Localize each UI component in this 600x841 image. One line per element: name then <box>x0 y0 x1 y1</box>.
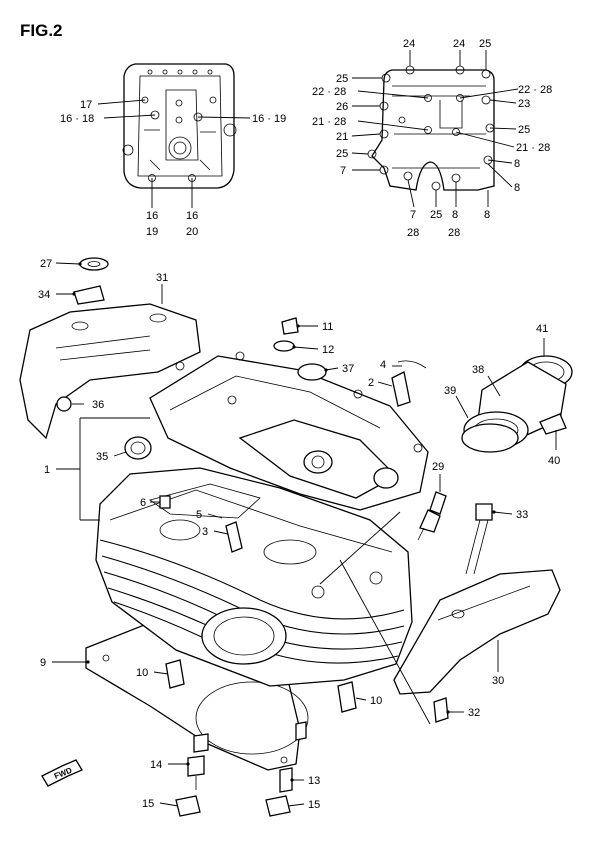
cylinder-head <box>95 467 413 687</box>
callout-25d: 25 <box>336 148 348 160</box>
callout-2: 2 <box>368 377 374 389</box>
callout-8a: 8 <box>514 158 520 170</box>
callout-39: 39 <box>444 385 456 397</box>
callout-11: 11 <box>322 321 333 333</box>
callout-34: 34 <box>38 289 50 301</box>
callout-23: 23 <box>518 98 530 110</box>
callout-40: 40 <box>548 455 560 467</box>
main-leaders <box>52 262 557 807</box>
callout-21-28a: 21 · 28 <box>312 116 346 128</box>
callout-16-19: 16 · 19 <box>252 113 286 125</box>
callout-32: 32 <box>468 707 480 719</box>
callout-28a: 28 <box>407 227 419 239</box>
callout-41: 41 <box>536 323 548 335</box>
callout-21-28b: 21 · 28 <box>516 142 550 154</box>
callout-29: 29 <box>432 461 444 473</box>
callout-6: 6 <box>140 497 146 509</box>
callout-19: 19 <box>146 226 158 238</box>
callout-20: 20 <box>186 226 198 238</box>
callout-12: 12 <box>322 344 334 356</box>
figure-title: FIG.2 <box>20 21 63 40</box>
callout-15b: 15 <box>308 799 320 811</box>
long-bolt <box>465 503 493 575</box>
callout-36: 36 <box>92 399 104 411</box>
callout-16b: 16 <box>186 210 198 222</box>
callout-8d: 8 <box>484 209 490 221</box>
callout-25e: 25 <box>430 209 442 221</box>
callout-28b: 28 <box>448 227 460 239</box>
callout-24b: 24 <box>453 38 465 50</box>
inset-bolt-pattern <box>367 65 495 191</box>
inset-head-top-view <box>122 63 237 189</box>
callout-35: 35 <box>96 451 108 463</box>
side-cover-left <box>19 303 201 440</box>
callout-8b: 8 <box>514 182 520 194</box>
callout-30: 30 <box>492 675 504 687</box>
callout-9: 9 <box>40 657 46 669</box>
callout-3: 3 <box>202 526 208 538</box>
cam-housing <box>149 351 429 511</box>
callout-16-18: 16 · 18 <box>60 113 94 125</box>
callout-14: 14 <box>150 759 162 771</box>
intake-assembly <box>461 355 573 453</box>
callout-31: 31 <box>156 272 168 284</box>
callout-7a: 7 <box>340 165 346 177</box>
main-callouts: 27 34 31 36 35 1 11 12 37 4 2 5 6 3 41 3… <box>38 258 560 811</box>
callout-38: 38 <box>472 364 484 376</box>
callout-15a: 15 <box>142 798 154 810</box>
callout-33: 33 <box>516 509 528 521</box>
callout-1: 1 <box>44 464 50 476</box>
callout-26: 26 <box>336 101 348 113</box>
callout-16a: 16 <box>146 210 158 222</box>
inset-left-leaders <box>97 99 251 208</box>
callout-24a: 24 <box>403 38 415 50</box>
callout-25b: 25 <box>336 73 348 85</box>
callout-4: 4 <box>380 359 386 371</box>
spark-plug <box>417 491 447 541</box>
callout-17: 17 <box>80 99 92 111</box>
callout-22-28a: 22 · 28 <box>312 86 346 98</box>
leader-dots <box>72 262 496 782</box>
fwd-arrow-icon: FWD <box>41 759 83 787</box>
callout-37: 37 <box>342 363 354 375</box>
callout-27: 27 <box>40 258 52 270</box>
inset-right-callouts: 24 24 25 25 22 · 28 22 · 28 26 23 21 · 2… <box>312 38 552 239</box>
callout-25c: 25 <box>518 124 530 136</box>
inset-left-callouts: 17 16 · 18 16 · 19 16 19 16 20 <box>60 99 286 238</box>
callout-8c: 8 <box>452 209 458 221</box>
callout-25a: 25 <box>479 38 491 50</box>
callout-10b: 10 <box>370 695 382 707</box>
callout-5: 5 <box>196 509 202 521</box>
small-parts <box>56 257 449 817</box>
callout-10a: 10 <box>136 667 148 679</box>
callout-21: 21 <box>336 131 348 143</box>
callout-7b: 7 <box>410 209 416 221</box>
inset-right-leaders <box>351 50 519 208</box>
side-cover-right <box>393 569 561 695</box>
callout-13: 13 <box>308 775 320 787</box>
callout-22-28b: 22 · 28 <box>518 84 552 96</box>
